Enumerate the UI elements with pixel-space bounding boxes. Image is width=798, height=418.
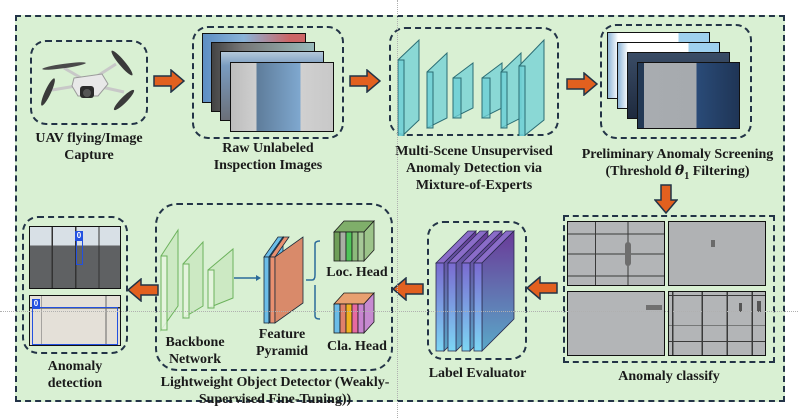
cla-head-icon (333, 292, 375, 334)
encoder-decoder-icon (397, 38, 545, 136)
arrow-down-icon (654, 184, 678, 214)
bbox-label: 0 (75, 231, 83, 241)
uav-label-line2: Capture (64, 148, 114, 163)
uav-label-line1: UAV flying/Image (35, 131, 143, 146)
screening-box (600, 24, 752, 139)
evaluator-box (427, 221, 527, 360)
detection-image-2: 0 (29, 295, 121, 346)
arrow-left-icon (127, 278, 159, 302)
detection-label: Anomaly detection (22, 358, 128, 392)
bounding-box (32, 307, 118, 345)
moe-label-line1: Multi-Scene Unsupervised (395, 144, 553, 159)
defect-mark (625, 242, 631, 266)
arrow-right-icon (566, 72, 598, 96)
arrow-left-icon (526, 276, 558, 300)
pyramid-label: Feature Pyramid (247, 326, 317, 360)
detector-title-line1: Lightweight Object Detector (Weakly- (160, 375, 390, 390)
detection-label-line1: Anomaly (47, 359, 103, 374)
cla-head-label: Cla. Head (327, 339, 387, 354)
loc-head-label: Loc. Head (326, 265, 388, 280)
screening-label-post: Filtering) (689, 164, 750, 179)
detection-box (22, 216, 128, 354)
pyramid-label-line1: Feature (258, 327, 306, 342)
classify-image-4 (668, 291, 766, 356)
drone-icon (41, 50, 135, 111)
image-stack-icon (202, 33, 337, 133)
arrow-right-icon (349, 69, 381, 93)
bbox-label: 0 (32, 299, 40, 309)
classify-label: Anomaly classify (618, 369, 720, 384)
screen-image-4 (637, 62, 740, 129)
screening-label-pre: (Threshold (605, 164, 675, 179)
classify-box (563, 215, 775, 363)
arrow-right-icon (153, 69, 185, 93)
backbone-label: Backbone Network (155, 334, 235, 368)
evaluator-label: Label Evaluator (428, 366, 527, 381)
backbone-network-icon (160, 228, 234, 332)
backbone-label-line2: Network (168, 352, 222, 367)
bracket-icon (306, 240, 321, 320)
connector-arrow-icon (234, 275, 261, 281)
raw-label-line1: Raw Unlabeled (222, 141, 314, 156)
detector-title-line2: Supervised Fine-Tuning)) (198, 392, 352, 407)
defect-mark (711, 240, 715, 247)
moe-box (389, 27, 559, 136)
backbone-label-line1: Backbone (165, 335, 225, 350)
loc-head-icon (333, 220, 375, 262)
raw-images-box (192, 26, 344, 139)
detection-label-line2: detection (47, 376, 103, 391)
screening-label: Preliminary Anomaly Screening (Threshold… (565, 146, 790, 185)
theta-subscript: 1 (684, 170, 690, 182)
theta-symbol: θ (674, 163, 685, 179)
uav-box (30, 40, 148, 125)
moe-label: Multi-Scene Unsupervised Anomaly Detecti… (375, 143, 573, 194)
detection-image-1: 0 (29, 226, 121, 289)
detector-title: Lightweight Object Detector (Weakly- Sup… (140, 374, 410, 408)
classify-image-1 (567, 221, 665, 286)
defect-mark (757, 301, 761, 312)
moe-label-line2: Anomaly Detection via (405, 161, 543, 176)
uav-label: UAV flying/Image Capture (25, 130, 153, 164)
feature-pyramid-icon (263, 235, 304, 325)
arrow-left-icon (392, 277, 424, 301)
guide-line-vertical (397, 0, 398, 418)
moe-label-line3: Mixture-of-Experts (415, 178, 533, 193)
layer-stack-icon (435, 230, 515, 352)
screening-label-line2: (Threshold θ1 Filtering) (565, 163, 790, 185)
guide-line-horizontal (0, 311, 798, 312)
defect-mark (739, 303, 742, 312)
screening-label-line1: Preliminary Anomaly Screening (581, 147, 774, 162)
raw-image-4 (230, 62, 334, 132)
pyramid-label-line2: Pyramid (255, 344, 309, 359)
raw-images-label: Raw Unlabeled Inspection Images (192, 140, 344, 174)
defect-mark (646, 305, 662, 310)
classify-image-3 (567, 291, 665, 356)
raw-label-line2: Inspection Images (213, 158, 323, 173)
image-stack-icon (607, 32, 747, 132)
classify-image-2 (668, 221, 766, 286)
